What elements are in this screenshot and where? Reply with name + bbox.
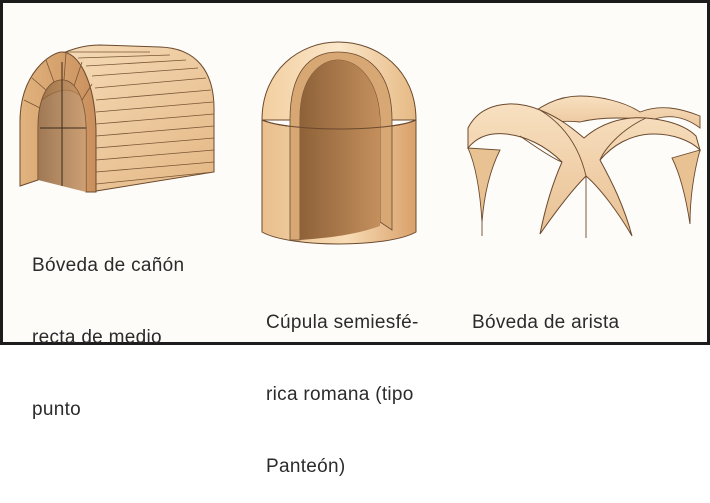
caption-groin-vault: Bóveda de arista (472, 263, 619, 359)
caption-dome: Cúpula semiesfé- rica romana (tipo Pante… (266, 263, 419, 503)
caption-line: rica romana (tipo (266, 384, 414, 405)
dome-interior-shadow (300, 60, 380, 240)
barrel-vault-figure (19, 44, 215, 193)
caption-line: Cúpula semiesfé- (266, 312, 419, 333)
vault-illustrations (19, 41, 702, 245)
caption-barrel-vault: Bóveda de cañón recta de medio punto (32, 206, 184, 446)
caption-line: recta de medio (32, 327, 162, 348)
barrel-vault-courses (62, 51, 215, 185)
caption-line: punto (32, 399, 82, 420)
groin-vault-leg-left (467, 147, 501, 223)
caption-line: Bóveda de cañón (32, 255, 185, 276)
groin-vault-figure (467, 95, 702, 238)
groin-vault-leg-right (671, 149, 701, 225)
groin-vault-back-web (519, 95, 701, 137)
barrel-vault-voussoirs (23, 52, 93, 109)
dome-figure (261, 41, 417, 245)
caption-line: Bóveda de arista (472, 312, 620, 333)
caption-line: Panteón) (266, 456, 346, 477)
groin-vault-ribs (481, 109, 647, 238)
